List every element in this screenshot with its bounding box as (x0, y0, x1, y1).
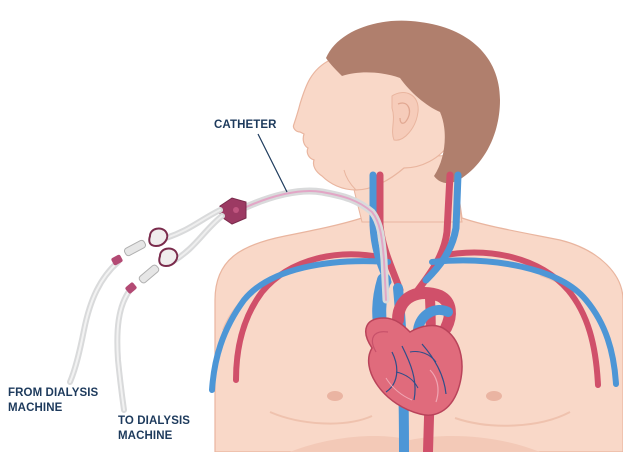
from-dialysis-label-line-2: MACHINE (8, 401, 98, 416)
head (293, 21, 500, 190)
catheter-label: CATHETER (214, 118, 277, 133)
tubing (70, 210, 222, 410)
catheter-leader-line (258, 134, 287, 192)
to-dialysis-label-line-2: MACHINE (118, 429, 190, 444)
to-dialysis-label-line-1: TO DIALYSIS (118, 414, 190, 429)
catheter-label-text: CATHETER (214, 119, 277, 131)
luer-connector-icon (111, 239, 160, 294)
from-dialysis-label: FROM DIALYSIS MACHINE (8, 386, 98, 416)
catheter-hub-icon (220, 198, 246, 224)
to-dialysis-label: TO DIALYSIS MACHINE (118, 414, 190, 444)
from-dialysis-label-line-1: FROM DIALYSIS (8, 386, 98, 401)
